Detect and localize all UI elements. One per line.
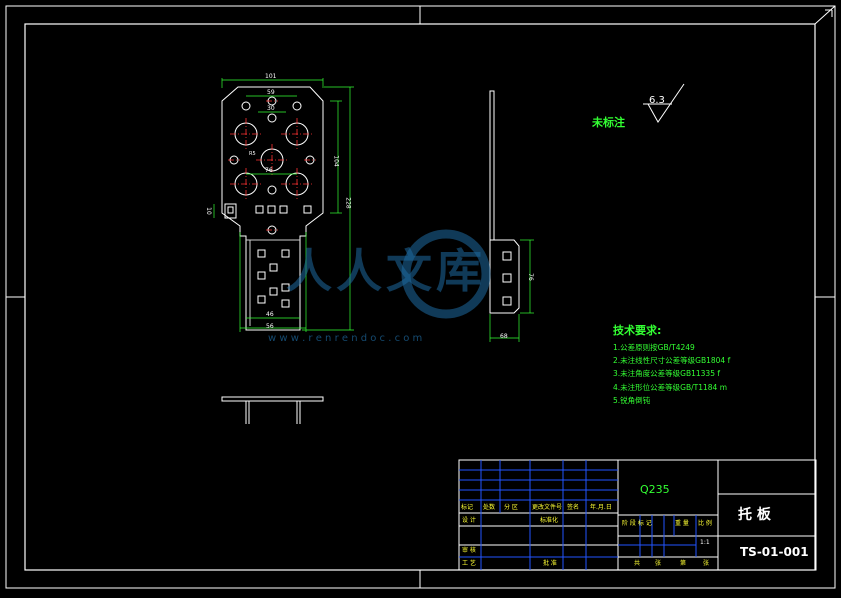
dim-side-76: 76	[526, 273, 534, 281]
header-file: 更改文件号	[532, 504, 563, 511]
square-hole	[257, 295, 266, 304]
watermark-text: 人人文库	[286, 244, 486, 298]
header-sign: 签名	[567, 504, 580, 511]
scale-label: 比 例	[698, 520, 712, 527]
part-name: 托 板	[738, 507, 771, 523]
standard-label: 标准化	[540, 517, 559, 524]
tech-item: 2.未注线性尺寸公差等级GB1804 f	[613, 356, 731, 365]
square-hole	[281, 299, 290, 308]
watermark-url: w w w . r e n r e n d o c . c o m	[268, 333, 423, 344]
dim-side-68: 68	[500, 333, 508, 340]
square-hole	[269, 263, 278, 272]
sheet-unit-2: 张	[703, 560, 710, 567]
center-lines	[228, 100, 316, 231]
square-hole	[303, 205, 312, 214]
dim-56: 56	[266, 323, 274, 330]
dim-59: 59	[267, 89, 275, 96]
left-tab	[224, 203, 237, 219]
tech-item: 3.未注角度公差等级GB11335 f	[613, 369, 720, 378]
roughness-symbol	[643, 83, 685, 123]
side-square-hole	[502, 273, 512, 283]
side-dimensions	[489, 239, 534, 342]
square-hole	[281, 249, 290, 258]
review-label: 审 核	[462, 547, 476, 554]
dim-30: 30	[267, 105, 275, 112]
drawing-number: TS-01-001	[740, 545, 809, 559]
hole-small	[292, 101, 302, 111]
title-block	[458, 459, 817, 571]
side-square-hole	[502, 296, 512, 306]
side-square-hole	[502, 251, 512, 261]
header-zone: 分 区	[504, 504, 518, 511]
square-hole	[281, 283, 290, 292]
square-hole	[267, 205, 276, 214]
sheet-unit: 张	[655, 560, 662, 567]
sheet-total: 共	[634, 560, 641, 567]
square-hole	[257, 271, 266, 280]
tech-item: 5.锐角倒钝	[613, 396, 651, 405]
header-count: 处数	[483, 504, 496, 511]
dim-228: 228	[344, 197, 352, 209]
tech-item: 4.未注形位公差等级GB/T1184 m	[613, 383, 727, 392]
dim-46: 46	[266, 311, 274, 318]
material: Q235	[640, 483, 670, 496]
hole-small	[267, 113, 277, 123]
top-plate	[221, 396, 324, 402]
tech-item: 1.公差原则按GB/T4249	[613, 343, 695, 352]
plate-outline	[221, 86, 324, 331]
drawing-border	[5, 5, 836, 589]
process-label: 工 艺	[462, 560, 476, 567]
watermark-logo	[401, 229, 491, 319]
approve-label: 批 准	[543, 560, 557, 567]
dim-76: 76	[265, 167, 273, 174]
dim-104: 104	[332, 155, 340, 167]
dimension-lines	[213, 78, 354, 332]
header-mark: 标记	[461, 504, 474, 511]
scale-value: 1:1	[700, 539, 710, 546]
header-date: 年.月.日	[590, 504, 612, 511]
dim-top-width: 101	[265, 73, 277, 80]
top-view	[221, 396, 324, 424]
hole-small	[241, 101, 251, 111]
roughness-value: 6.3	[649, 95, 665, 106]
front-view	[221, 86, 324, 331]
side-outline	[489, 90, 520, 314]
square-hole	[255, 205, 264, 214]
sheet-no: 第	[680, 560, 687, 567]
dim-10: 10	[204, 207, 212, 215]
square-hole	[269, 287, 278, 296]
tech-title: 技术要求:	[613, 324, 662, 337]
square-hole	[257, 249, 266, 258]
square-hole	[279, 205, 288, 214]
side-view	[489, 90, 520, 314]
stage-mark-label: 阶 段 标 记	[622, 520, 652, 527]
design-label: 设 计	[462, 517, 476, 524]
dim-small-r: R5	[249, 151, 256, 157]
roughness-label: 未标注	[592, 116, 625, 129]
weight-label: 重 量	[675, 520, 689, 527]
hole-small	[267, 185, 277, 195]
